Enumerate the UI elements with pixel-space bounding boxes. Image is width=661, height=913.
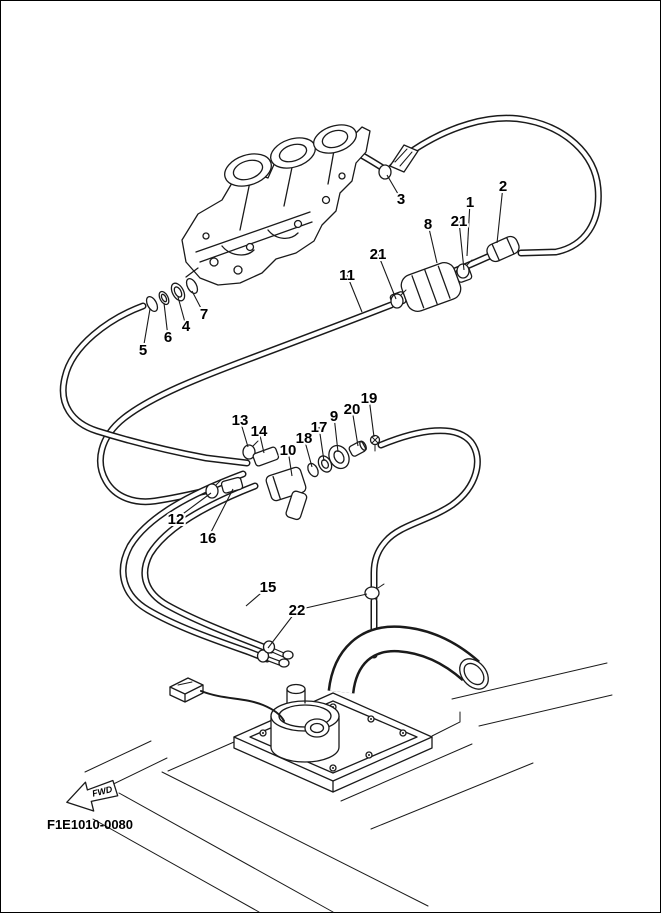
callout-number-15: 15	[260, 579, 277, 596]
callout-number-12: 12	[168, 511, 185, 528]
pump-wire	[200, 690, 285, 722]
grommet-9	[328, 444, 350, 470]
callout-number-8: 8	[424, 216, 432, 233]
filler-elbow-tube	[341, 639, 489, 695]
callout-number-13: 13	[232, 412, 249, 429]
callout-leader-line	[303, 437, 313, 468]
callout-leader-line	[287, 449, 293, 477]
washer-18	[307, 462, 319, 478]
callout-leader-line	[191, 290, 205, 315]
callout-number-17: 17	[311, 419, 328, 436]
part-7	[185, 277, 199, 295]
callout-leader-line	[296, 593, 368, 611]
clamp-22-vertical	[364, 583, 385, 600]
callout-number-10: 10	[280, 442, 297, 459]
hull-lines	[84, 662, 613, 913]
fwd-label: FWD	[91, 784, 114, 799]
callout-leader-line	[267, 609, 298, 649]
nipple-20	[348, 440, 367, 457]
carb-bellmouth-1	[224, 153, 272, 187]
inlet-washer-stack	[145, 277, 199, 313]
elbow-outlet	[285, 490, 308, 521]
part-6	[158, 290, 170, 306]
clamp-22-a	[256, 649, 270, 663]
callout-leader-line	[427, 223, 438, 264]
callout-number-19: 19	[361, 390, 378, 407]
callout-leader-line	[163, 302, 169, 338]
screw-19	[369, 434, 381, 452]
fwd-arrow: FWD	[66, 779, 119, 812]
clamp-13	[242, 440, 259, 460]
hose-coupler	[486, 235, 520, 263]
washer-17	[317, 455, 333, 473]
callout-leader-line	[351, 408, 359, 447]
callout-leader-line	[458, 220, 465, 271]
part-4	[170, 282, 186, 302]
callout-number-18: 18	[296, 430, 313, 447]
callout-number-22: 22	[289, 602, 306, 619]
fuel-cock-assembly	[220, 434, 381, 521]
diagram-code: F1E1010-0080	[47, 817, 133, 832]
pump-neck	[286, 683, 306, 704]
callout-number-21: 21	[451, 213, 468, 230]
callout-number-2: 2	[499, 178, 507, 195]
clamp-21-lower	[390, 289, 407, 309]
inlet-fitting-16	[220, 476, 244, 494]
callout-leader-line	[175, 492, 212, 520]
pump-return-nipple	[282, 650, 294, 660]
callout-number-1: 1	[466, 194, 474, 211]
braided-connector	[389, 144, 419, 173]
carb-bellmouth-3	[313, 124, 357, 154]
callout-leader-line	[177, 296, 187, 327]
callout-leader-line	[377, 253, 397, 300]
callout-number-11: 11	[339, 267, 355, 284]
callout-number-6: 6	[164, 329, 172, 346]
callout-number-20: 20	[344, 401, 361, 418]
callout-number-7: 7	[200, 306, 208, 323]
callout-number-21: 21	[370, 246, 387, 263]
electrical-connector	[169, 677, 285, 722]
callout-number-9: 9	[330, 408, 338, 425]
callout-leader-line	[368, 397, 375, 438]
callout-leader-line	[466, 201, 471, 257]
callout-leader-line	[318, 426, 325, 462]
callout-leader-line	[239, 419, 249, 448]
callout-leader-line	[346, 274, 363, 313]
fuel-pump-assembly	[169, 639, 489, 793]
part-5	[145, 295, 159, 313]
callout-leader-line	[142, 308, 151, 351]
callout-number-14: 14	[251, 423, 268, 440]
callout-leader-line	[258, 430, 265, 454]
callout-leader-line	[496, 185, 504, 244]
hose-clamps	[205, 160, 473, 663]
clamp-3	[378, 160, 395, 180]
fuel-pump-canister	[270, 700, 340, 763]
callout-leader-line	[386, 174, 402, 200]
callout-leader-line	[245, 586, 269, 607]
callout-number-4: 4	[182, 318, 191, 335]
carburetor-assembly	[181, 124, 371, 286]
callout-leader-line	[333, 415, 339, 453]
pump-inlet-nipple	[278, 658, 290, 668]
carb-screws	[202, 172, 346, 275]
callout-number-5: 5	[139, 342, 147, 359]
callout-number-16: 16	[200, 530, 217, 547]
callout-leader-line	[207, 488, 234, 539]
callout-number-3: 3	[397, 191, 405, 208]
